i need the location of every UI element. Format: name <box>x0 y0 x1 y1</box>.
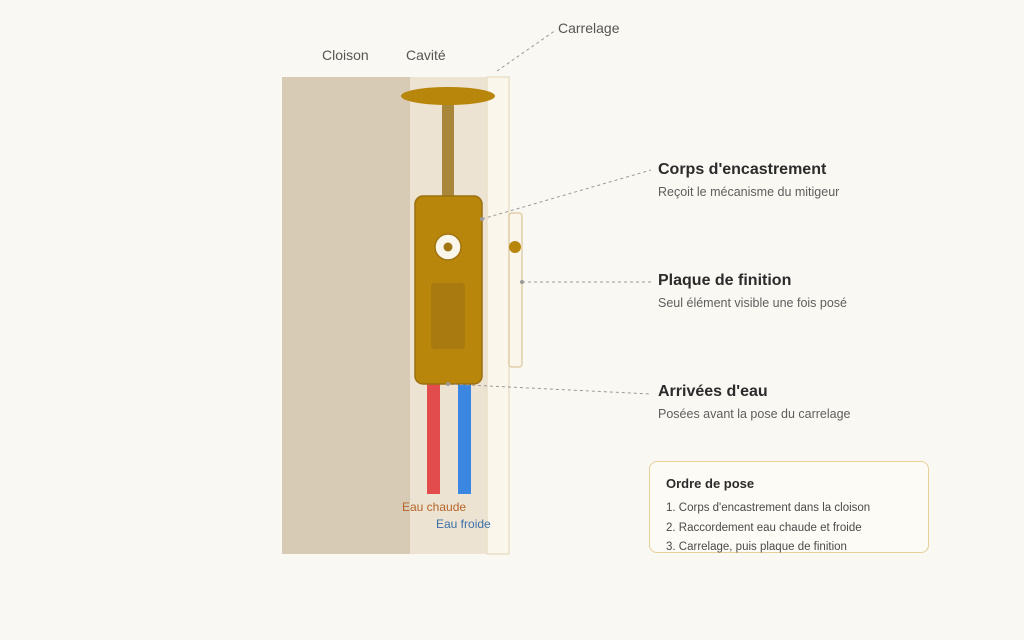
shower-head <box>401 87 495 105</box>
order-step: 1. Corps d'encastrement dans la cloison <box>666 502 871 514</box>
arrivees-title: Arrivées d'eau <box>658 383 768 400</box>
cavite-label: Cavité <box>406 47 446 63</box>
order-box: Ordre de pose 1. Corps d'encastrement da… <box>649 461 929 553</box>
valve-center <box>443 242 453 252</box>
carrelage-zone <box>486 76 510 555</box>
order-title: Ordre de pose <box>666 476 755 491</box>
carrelage-leader <box>496 29 557 72</box>
order-step: 2. Raccordement eau chaude et froide <box>666 521 862 534</box>
hot-water-pipe <box>427 383 440 494</box>
cloison-label: Cloison <box>322 47 369 63</box>
shower-arm <box>442 100 454 200</box>
corps-leader-dot <box>480 217 484 221</box>
order-list: 1. Corps d'encastrement dans la cloison … <box>666 499 928 558</box>
cold-water-pipe <box>458 383 471 494</box>
carrelage-label: Carrelage <box>558 20 620 36</box>
plaque-title: Plaque de finition <box>658 272 792 289</box>
plaque-leader-dot <box>520 280 524 284</box>
arrivees-leader <box>447 383 652 395</box>
corps-title: Corps d'encastrement <box>658 161 827 178</box>
cloison-zone <box>282 77 410 554</box>
plaque-finition <box>508 212 523 368</box>
arrivees-desc: Posées avant la pose du carrelage <box>658 407 851 421</box>
corps-inner-panel <box>431 283 465 349</box>
eau-froide-label: Eau froide <box>436 517 491 531</box>
eau-chaude-label: Eau chaude <box>402 500 467 514</box>
corps-desc: Reçoit le mécanisme du mitigeur <box>658 185 840 199</box>
arrivees-leader-dot <box>446 382 450 386</box>
plaque-knob <box>509 241 521 253</box>
order-step: 3. Carrelage, puis plaque de finition <box>666 541 847 553</box>
corps-leader <box>481 169 652 220</box>
plaque-desc: Seul élément visible une fois posé <box>658 296 848 310</box>
